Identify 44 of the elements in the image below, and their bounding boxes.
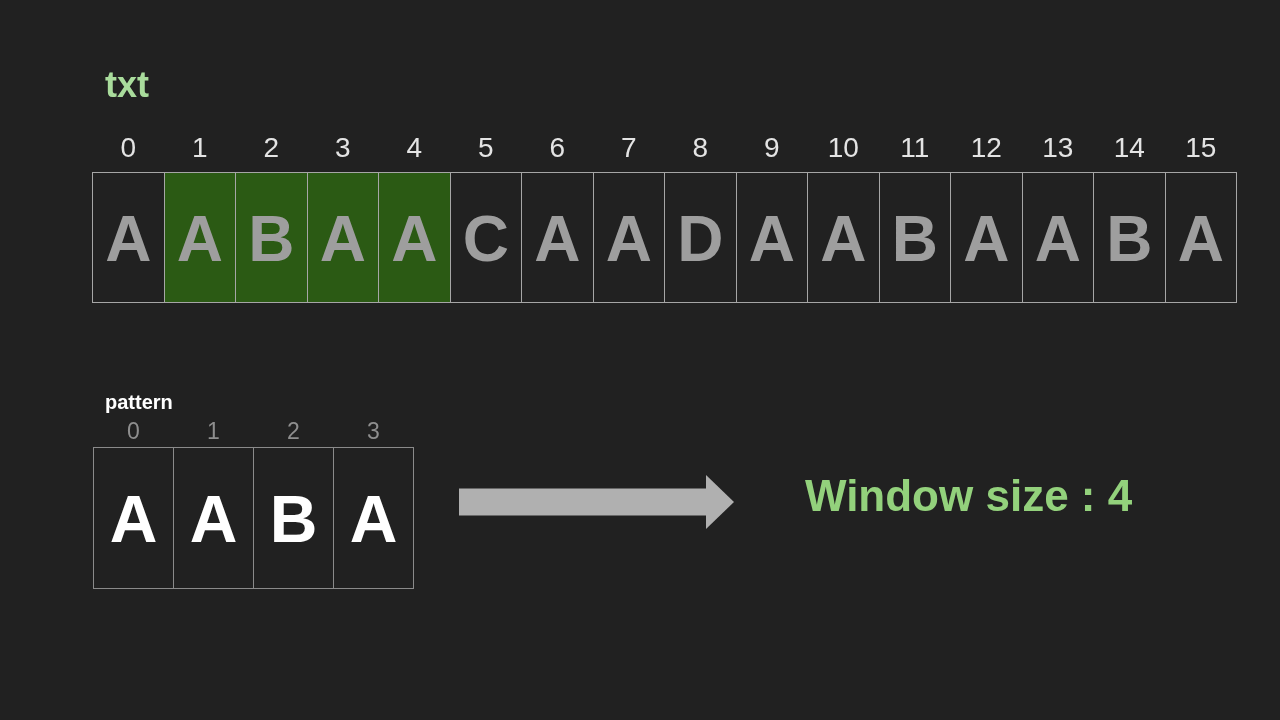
cell-letter: A [189, 486, 238, 552]
index-number: 7 [620, 134, 637, 162]
array-label: txt [105, 67, 149, 103]
index-number: 1 [207, 420, 220, 443]
cell-letter: B [1106, 206, 1153, 271]
cell-letter: A [176, 206, 223, 271]
cell-letter: A [109, 486, 158, 552]
cell-letter: A [534, 206, 581, 271]
cell-letter: A [1177, 206, 1224, 271]
cell-letter: A [605, 206, 652, 271]
index-number: 5 [477, 134, 494, 162]
cell-letter: B [269, 486, 318, 552]
index-number: 6 [549, 134, 566, 162]
cell-letter: A [820, 206, 867, 271]
cell-letter: B [891, 206, 938, 271]
index-number: 13 [1042, 134, 1074, 162]
index-number: 1 [191, 134, 208, 162]
cell-letter: A [1034, 206, 1081, 271]
cell-letter: B [248, 206, 295, 271]
index-number: 10 [827, 134, 859, 162]
cell-letter: A [105, 206, 152, 271]
cell-letter: A [748, 206, 795, 271]
index-number: 11 [900, 134, 930, 162]
index-number: 3 [367, 420, 380, 443]
index-number: 12 [970, 134, 1002, 162]
cell-letter: A [319, 206, 366, 271]
index-number: 0 [120, 134, 137, 162]
block-arrow [459, 475, 734, 529]
index-number: 8 [692, 134, 709, 162]
cell-letter: A [391, 206, 438, 271]
array-label: pattern [105, 392, 173, 412]
index-number: 2 [263, 134, 280, 162]
cell-letter: D [677, 206, 724, 271]
annotation-text: Window size : 4 [805, 474, 1133, 518]
index-number: 14 [1113, 134, 1145, 162]
index-number: 3 [334, 134, 351, 162]
index-number: 2 [287, 420, 300, 443]
index-number: 0 [127, 420, 140, 443]
cell-letter: C [462, 206, 509, 271]
cell-letter: A [349, 486, 398, 552]
index-number: 15 [1185, 134, 1217, 162]
index-number: 9 [763, 134, 780, 162]
index-number: 4 [406, 134, 423, 162]
cell-letter: A [963, 206, 1010, 271]
